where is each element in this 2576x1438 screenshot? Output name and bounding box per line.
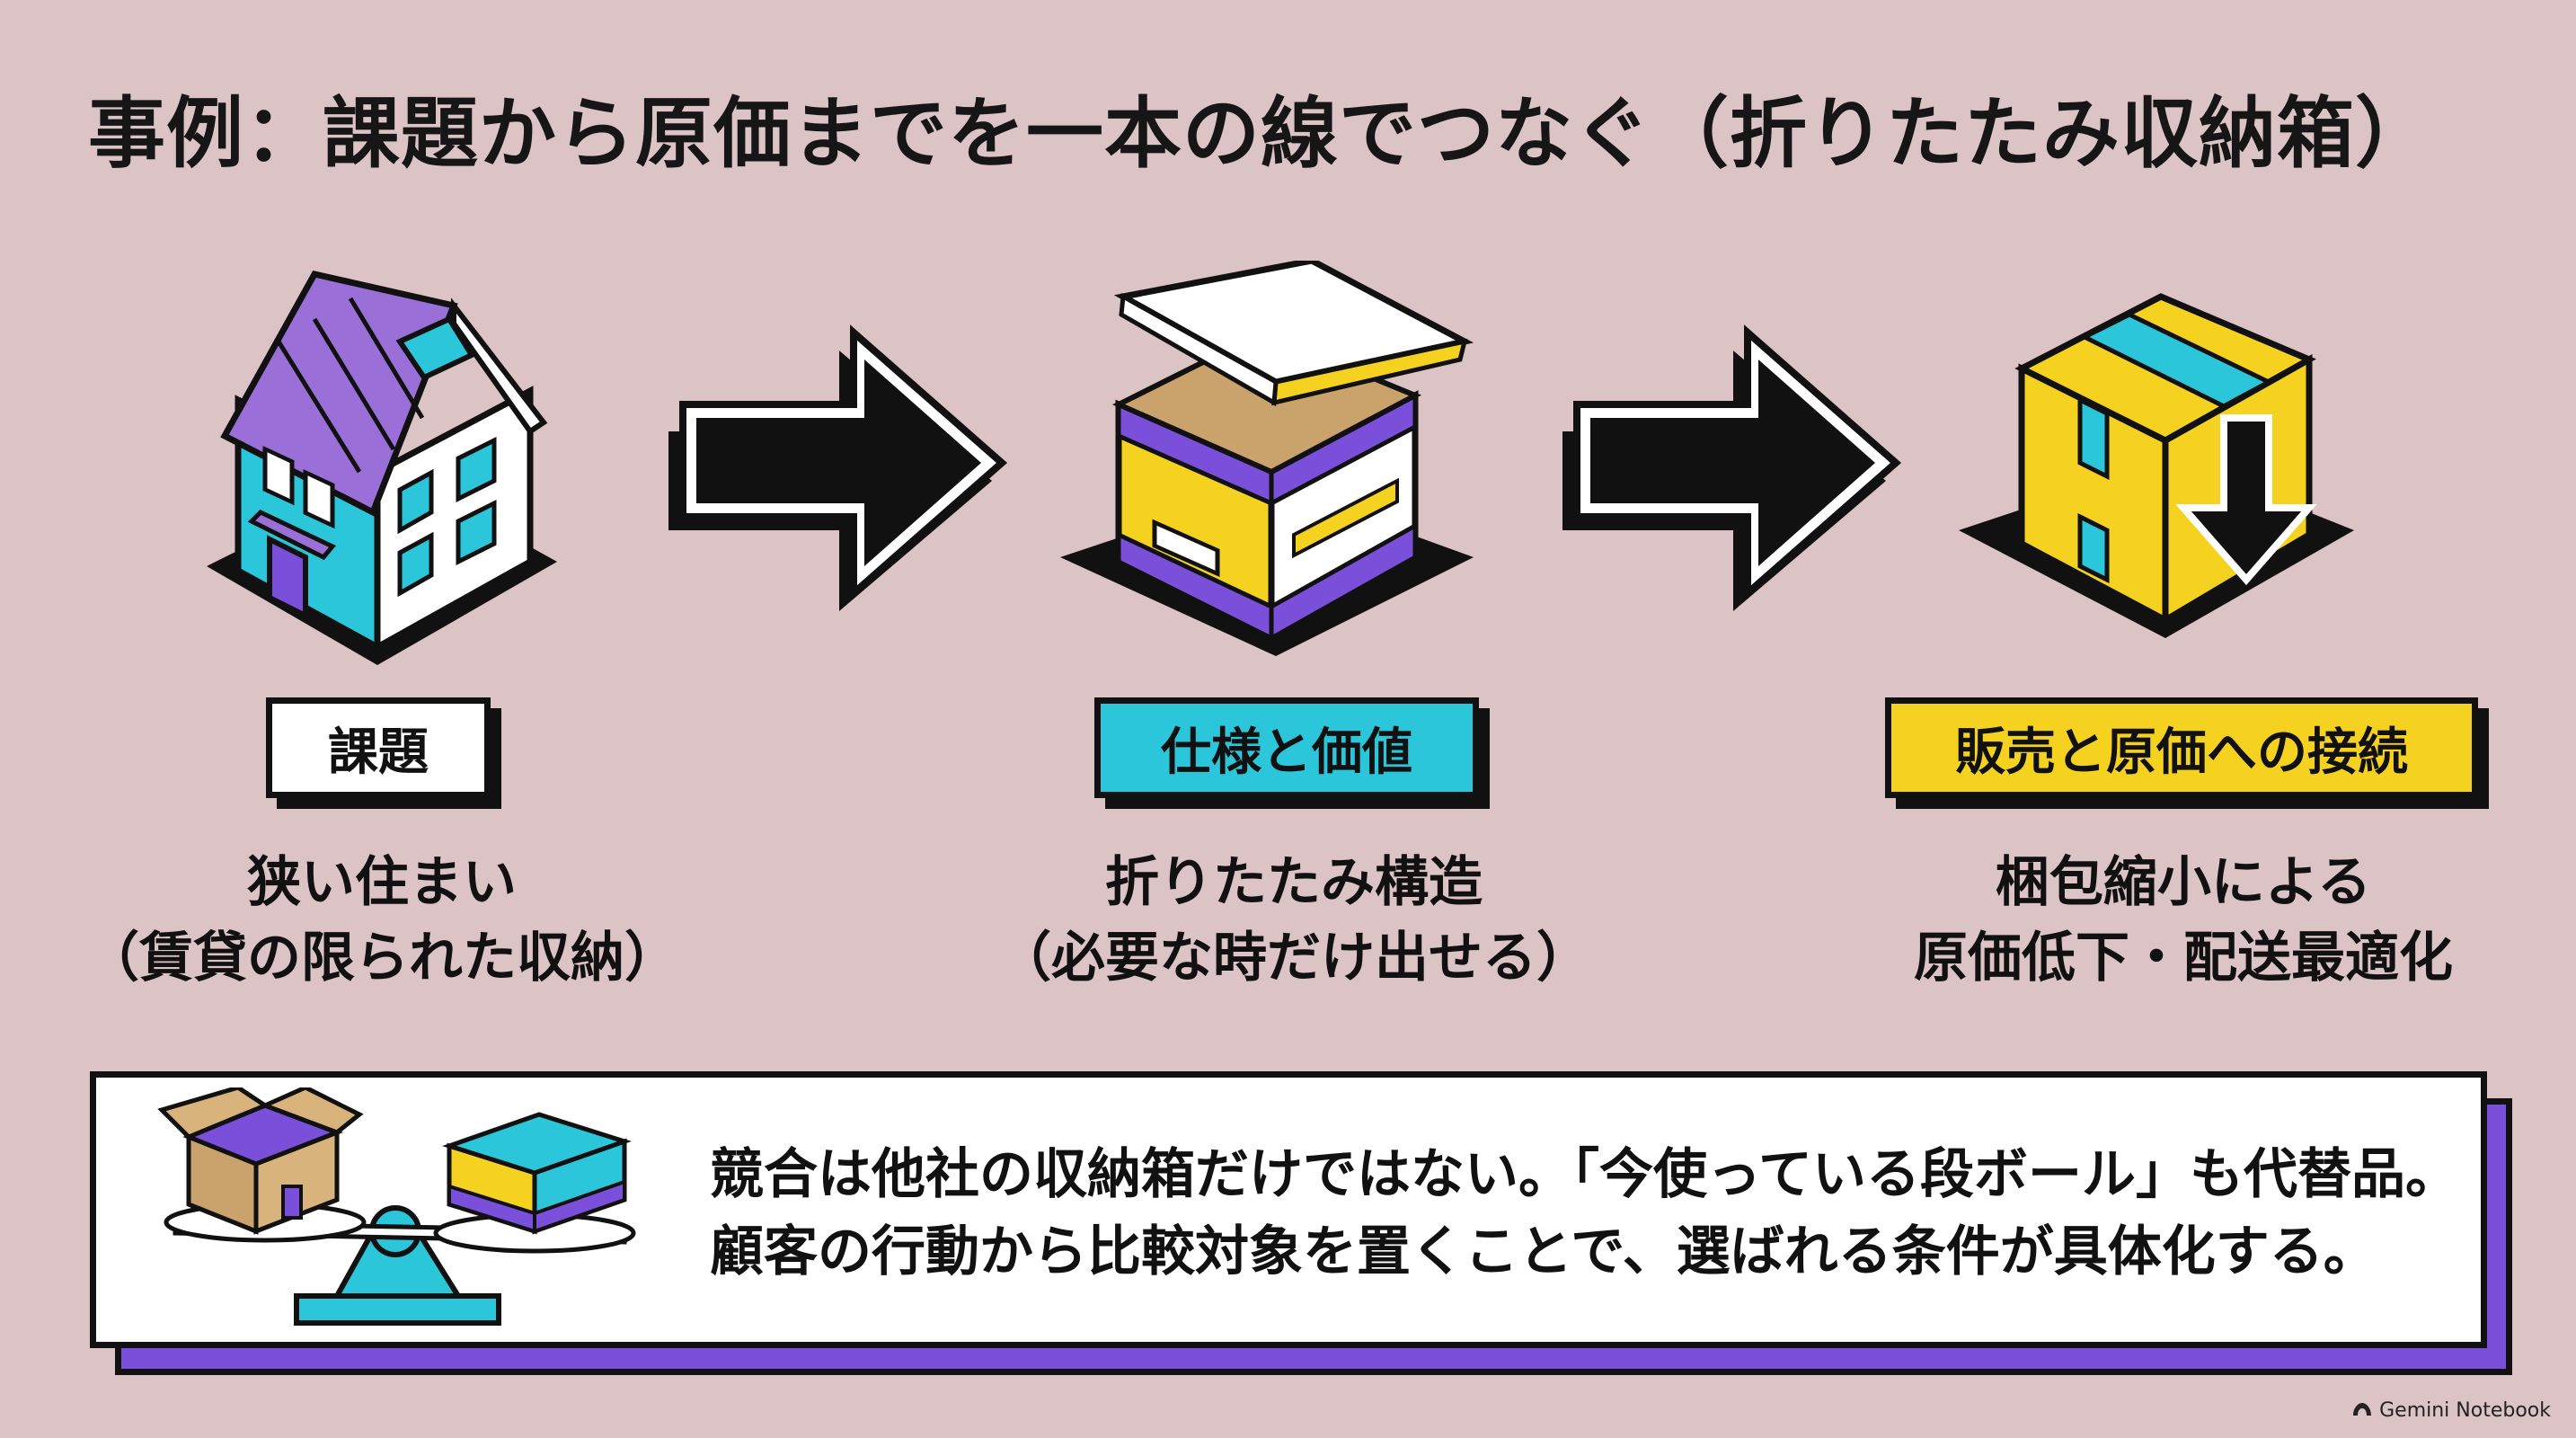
step-desc-line: （必要な時だけ出せる） bbox=[997, 927, 1590, 990]
open-storage-box-icon bbox=[1060, 261, 1474, 656]
house-icon bbox=[207, 271, 557, 665]
step-tag-sales-cost: 販売と原価への接続 bbox=[1885, 697, 2478, 798]
step-tag-issue: 課題 bbox=[266, 697, 491, 798]
step-desc-spec-value: 折りたたみ構造 （必要な時だけ出せる） bbox=[952, 845, 1635, 996]
gemini-logo-icon bbox=[2352, 1399, 2372, 1422]
step-desc-sales-cost: 梱包縮小による 原価低下・配送最適化 bbox=[1842, 845, 2525, 996]
insight-text: 競合は他社の収納箱だけではない。「今使っている段ボール」も代替品。 顧客の行動か… bbox=[710, 1136, 2459, 1291]
insight-line: 顧客の行動から比較対象を置くことで、選ばれる条件が具体化する。 bbox=[710, 1221, 2377, 1283]
step-tag-spec-value: 仕様と価値 bbox=[1094, 697, 1479, 798]
step-desc-line: 梱包縮小による bbox=[1995, 851, 2372, 914]
step-desc-line: 原価低下・配送最適化 bbox=[1914, 927, 2453, 990]
step-desc-line: 狭い住まい bbox=[247, 851, 517, 914]
insight-line: 競合は他社の収納箱だけではない。「今使っている段ボール」も代替品。 bbox=[710, 1143, 2459, 1206]
right-arrow-icon bbox=[1562, 324, 1902, 611]
scale-cardboard-vs-storage-box-icon bbox=[157, 1087, 636, 1326]
right-arrow-icon bbox=[668, 324, 1008, 611]
step-desc-issue: 狭い住まい （賃貸の限られた収納） bbox=[54, 845, 710, 996]
step-desc-line: （賃貸の限られた収納） bbox=[85, 927, 678, 990]
page-title: 事例：課題から原価までを一本の線でつなぐ（折りたたみ収納箱） bbox=[88, 89, 2433, 179]
step-desc-line: 折りたたみ構造 bbox=[1105, 851, 1483, 914]
footer-label: Gemini Notebook bbox=[2379, 1399, 2551, 1422]
footer-brand: Gemini Notebook bbox=[2352, 1399, 2551, 1422]
shipping-box-down-arrow-icon bbox=[1959, 293, 2354, 638]
